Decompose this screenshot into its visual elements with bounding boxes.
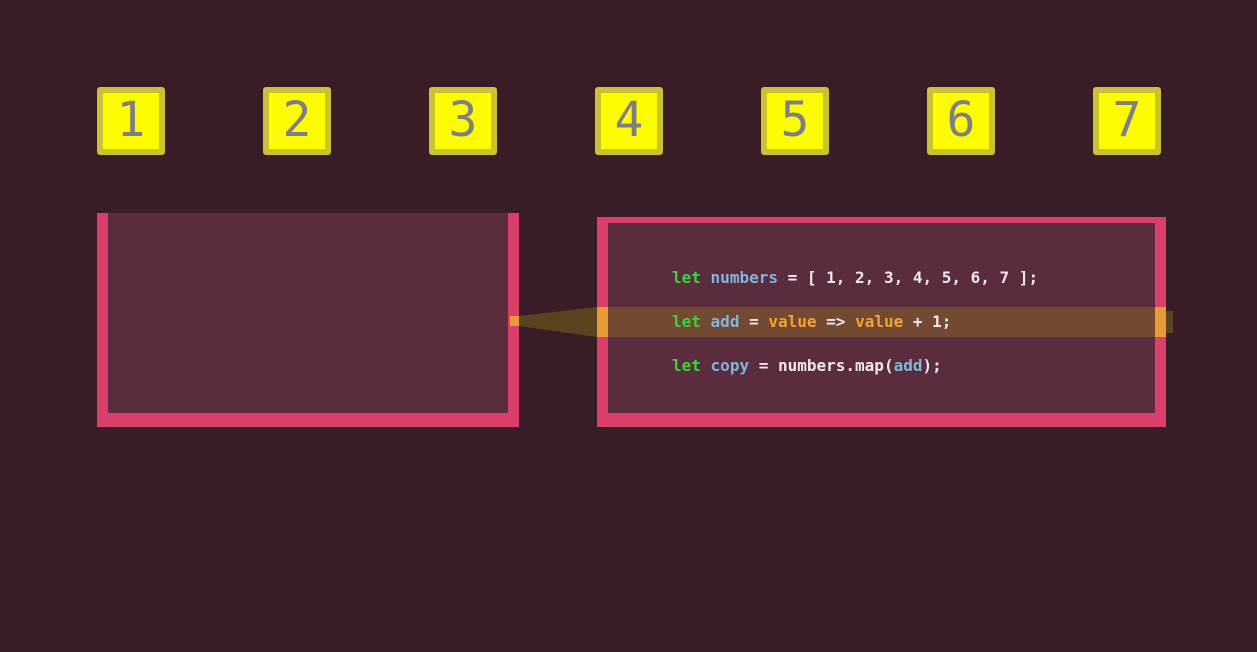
array-square-5: 5 bbox=[761, 87, 829, 155]
array-square-1: 1 bbox=[97, 87, 165, 155]
result-array-box bbox=[97, 213, 519, 427]
highlight-left-edge bbox=[597, 307, 608, 337]
square-number: 7 bbox=[1112, 92, 1142, 148]
beam-origin-nub bbox=[510, 316, 519, 326]
code-line-add-highlighted: let add = value => value + 1; bbox=[672, 312, 952, 331]
square-number: 3 bbox=[448, 92, 478, 148]
square-number: 4 bbox=[614, 92, 644, 148]
code-line-numbers: let numbers = [ 1, 2, 3, 4, 5, 6, 7 ]; bbox=[672, 268, 1039, 287]
array-square-6: 6 bbox=[927, 87, 995, 155]
active-line-highlight bbox=[608, 307, 1155, 337]
code-line-copy: let copy = numbers.map(add); bbox=[672, 356, 942, 375]
array-square-3: 3 bbox=[429, 87, 497, 155]
square-number: 2 bbox=[282, 92, 312, 148]
square-number: 5 bbox=[780, 92, 810, 148]
highlight-right-edge bbox=[1155, 307, 1166, 337]
map-connector-beam bbox=[519, 307, 597, 337]
array-square-2: 2 bbox=[263, 87, 331, 155]
highlight-right-spill bbox=[1166, 311, 1173, 333]
square-number: 6 bbox=[946, 92, 976, 148]
array-square-4: 4 bbox=[595, 87, 663, 155]
array-square-7: 7 bbox=[1093, 87, 1161, 155]
square-number: 1 bbox=[116, 92, 146, 148]
